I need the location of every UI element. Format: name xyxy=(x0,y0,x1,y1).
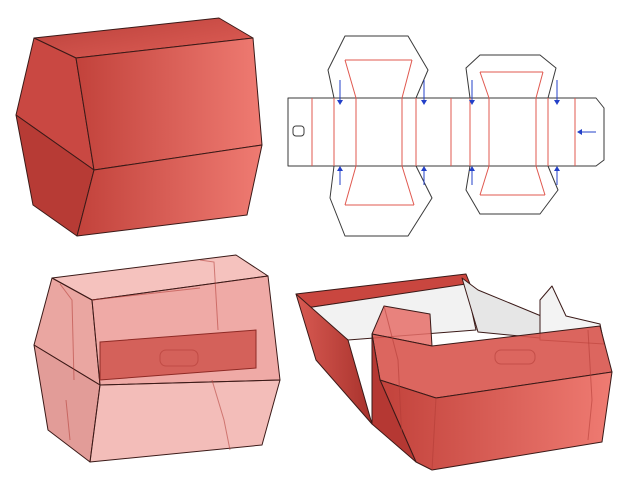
template-main-strip xyxy=(287,97,605,167)
closed-box-solid xyxy=(15,17,263,237)
ghost-handle-slot xyxy=(159,349,199,367)
open-front-left-side xyxy=(371,333,417,463)
template-bottom-flap-right xyxy=(465,165,559,215)
open-box xyxy=(295,273,613,471)
ghost-hidden-edges xyxy=(59,259,231,451)
die-cut-template xyxy=(287,35,605,237)
box-lower-front-face xyxy=(76,144,263,237)
glue-arrows xyxy=(337,80,596,185)
closed-box-transparent xyxy=(33,254,281,463)
template-bottom-flap-left xyxy=(329,165,433,237)
open-handle-slot xyxy=(494,349,536,365)
ghost-lower-front-face xyxy=(89,379,281,463)
ghost-handle-band xyxy=(99,329,257,381)
handle-slot xyxy=(292,125,305,137)
template-top-flap-right xyxy=(465,54,557,99)
fold-lines xyxy=(311,59,576,206)
open-hidden-edges xyxy=(383,305,593,471)
template-top-flap-left xyxy=(327,35,429,99)
